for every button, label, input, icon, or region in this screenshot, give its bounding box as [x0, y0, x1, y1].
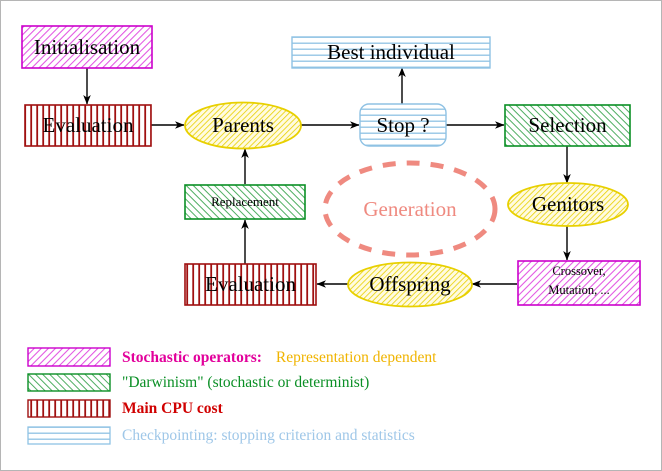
node-generation [322, 160, 498, 258]
node-evaluation-top[interactable] [24, 104, 152, 147]
legend-swatch-darwinism [27, 373, 111, 392]
legend-row-checkpointing: Checkpointing: stopping criterion and st… [122, 427, 415, 444]
legend-text-stochastic-primary: Stochastic operators: [122, 349, 262, 366]
legend-swatch-stochastic [27, 347, 111, 367]
node-genitors[interactable] [507, 182, 629, 227]
node-stop[interactable] [359, 103, 447, 147]
legend-swatch-cpu-cost [27, 399, 111, 418]
edge-group [83, 67, 571, 288]
node-crossover-mutation[interactable] [517, 260, 641, 306]
node-evaluation-bottom[interactable] [184, 263, 317, 306]
node-selection[interactable] [504, 104, 631, 147]
node-best-individual[interactable] [291, 36, 491, 69]
node-initialisation[interactable] [21, 25, 153, 69]
node-parents[interactable] [184, 101, 302, 150]
node-generation-label: Generation [363, 196, 457, 221]
node-replacement[interactable] [184, 184, 306, 220]
legend-text-stochastic-secondary: Representation dependent [275, 349, 437, 366]
node-offspring[interactable] [347, 261, 473, 308]
legend-swatch-checkpointing [27, 426, 111, 445]
legend-row-darwinism: "Darwinism" (stochastic or determinist) [122, 374, 370, 391]
legend-row-cpu-cost: Main CPU cost [122, 400, 223, 417]
legend-row-stochastic: Stochastic operators: Representation depe… [122, 350, 436, 366]
